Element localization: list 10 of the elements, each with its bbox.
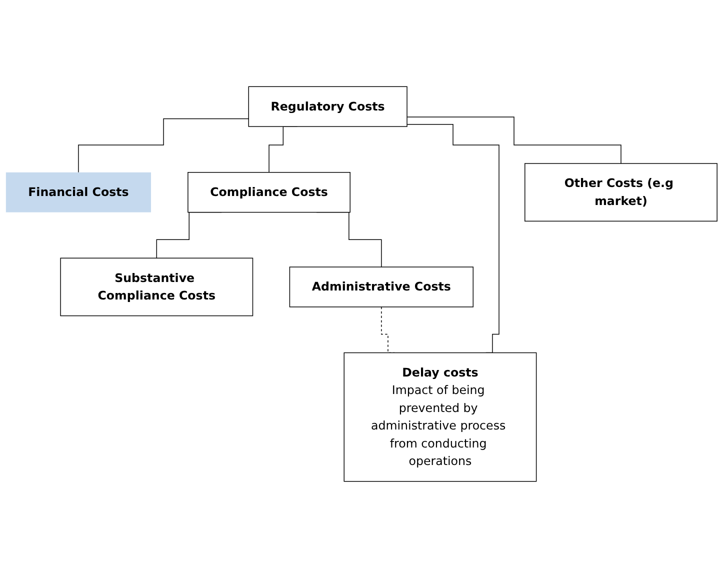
node-box: Delay costs Impact of being prevented by administrative process from conducting operations — [344, 352, 537, 482]
node-box: Financial Costs — [6, 172, 151, 212]
node-box: Compliance Costs — [188, 172, 350, 213]
connector — [406, 116, 622, 164]
connector — [406, 124, 500, 354]
node-box: Other Costs (e.g market) — [524, 163, 718, 222]
node-box: Regulatory Costs — [248, 86, 408, 127]
connector — [78, 118, 249, 173]
node-box: Substantive Compliance Costs — [60, 258, 254, 316]
node-box: Administrative Costs — [289, 266, 474, 308]
